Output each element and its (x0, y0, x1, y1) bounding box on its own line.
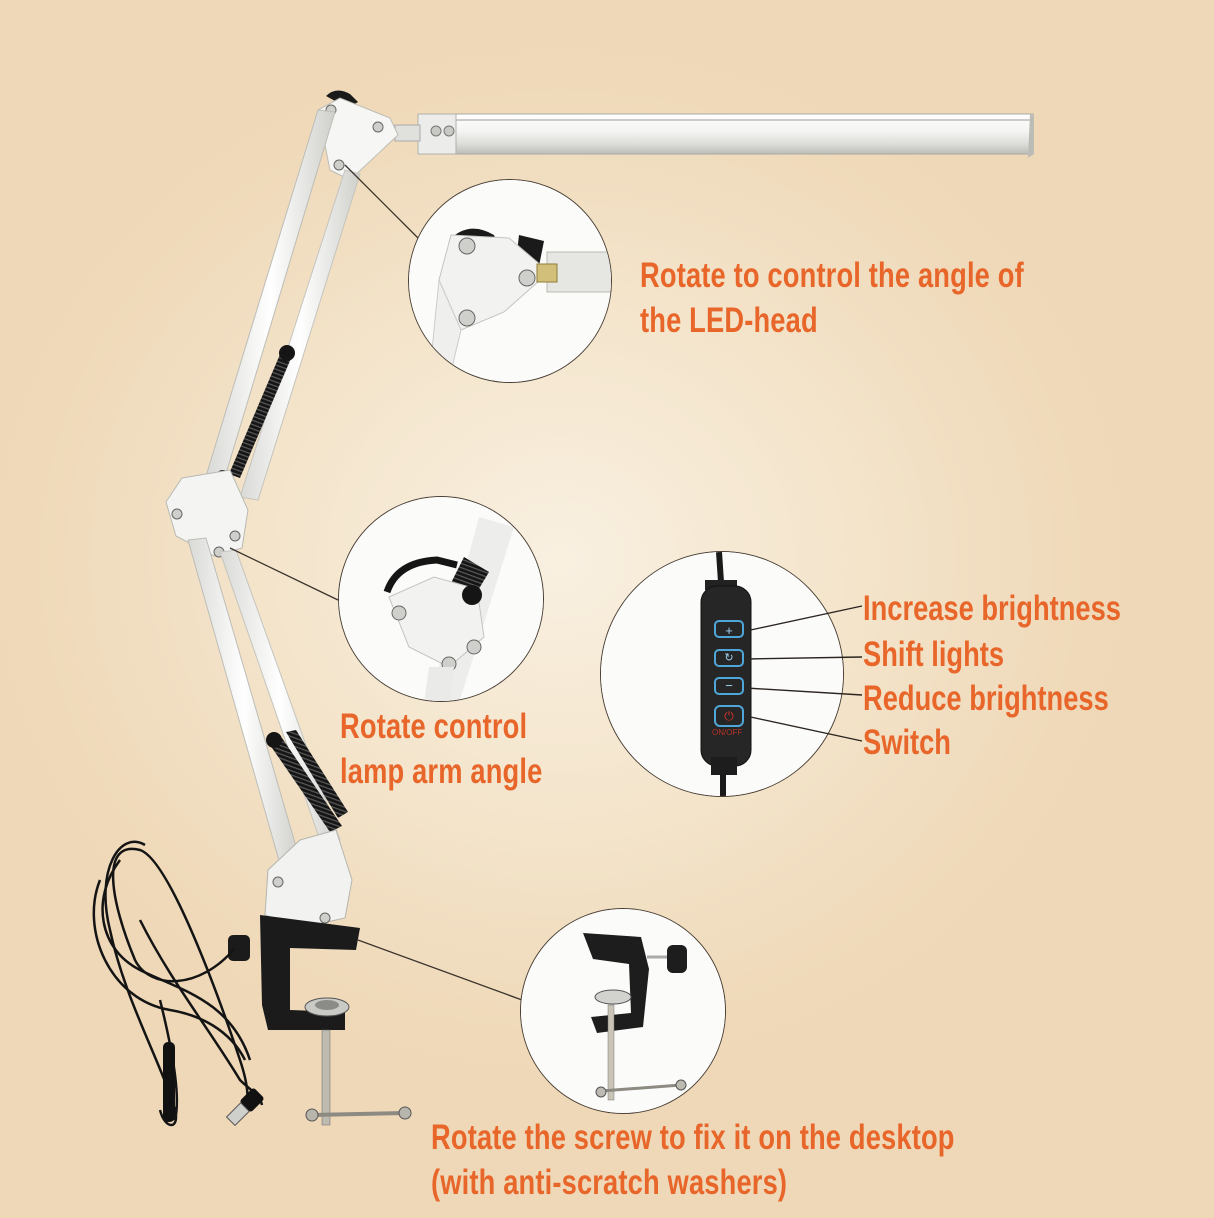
detail-circle-arm-joint (338, 496, 544, 702)
desk-clamp-detail (521, 909, 725, 1113)
power-switch-button[interactable]: ⏻ (714, 705, 744, 727)
arm-joint-detail (339, 497, 543, 701)
callout-arm-angle: Rotate control lamp arm angle (340, 704, 542, 794)
label-increase-brightness: Increase brightness (863, 589, 1121, 628)
on-off-caption: ON/OFF (712, 728, 743, 737)
callout-desk-clamp: Rotate the screw to fix it on the deskto… (431, 1115, 955, 1205)
usb-plug (225, 1088, 264, 1127)
cycle-icon: ↻ (724, 652, 734, 664)
cable-inline-switch (163, 1042, 175, 1122)
top-joint (317, 90, 399, 181)
desk-clamp (228, 829, 412, 1126)
callout-led-head-line-1: Rotate to control the angle of (640, 256, 1024, 295)
label-switch: Switch (863, 723, 951, 762)
led-head-joint-detail (409, 180, 611, 382)
shift-lights-button[interactable]: ↻ (714, 649, 744, 667)
detail-circle-controller (600, 551, 844, 797)
callout-desk-clamp-line-2: (with anti-scratch washers) (431, 1163, 788, 1202)
usb-cable (92, 840, 264, 1127)
reduce-brightness-button[interactable]: − (714, 677, 744, 695)
callout-led-head: Rotate to control the angle of the LED-h… (640, 253, 1024, 343)
callout-arm-angle-line-1: Rotate control (340, 707, 528, 746)
plus-icon: + (725, 623, 733, 638)
minus-icon: − (725, 678, 733, 693)
inline-controller-detail (601, 552, 843, 796)
callout-arm-angle-line-2: lamp arm angle (340, 752, 543, 791)
detail-circle-led-head-joint (408, 179, 612, 383)
label-reduce-brightness: Reduce brightness (863, 679, 1109, 718)
leader-lines (229, 164, 523, 1001)
lower-arm (187, 537, 348, 865)
led-head-bar (394, 113, 1034, 158)
power-icon: ⏻ (724, 709, 734, 723)
upper-arm (205, 109, 361, 501)
callout-desk-clamp-line-1: Rotate the screw to fix it on the deskto… (431, 1118, 955, 1157)
callout-led-head-line-2: the LED-head (640, 301, 818, 340)
middle-joint (165, 469, 249, 558)
label-shift-lights: Shift lights (863, 635, 1005, 674)
increase-brightness-button[interactable]: + (714, 620, 744, 638)
detail-circle-desk-clamp (520, 908, 726, 1114)
